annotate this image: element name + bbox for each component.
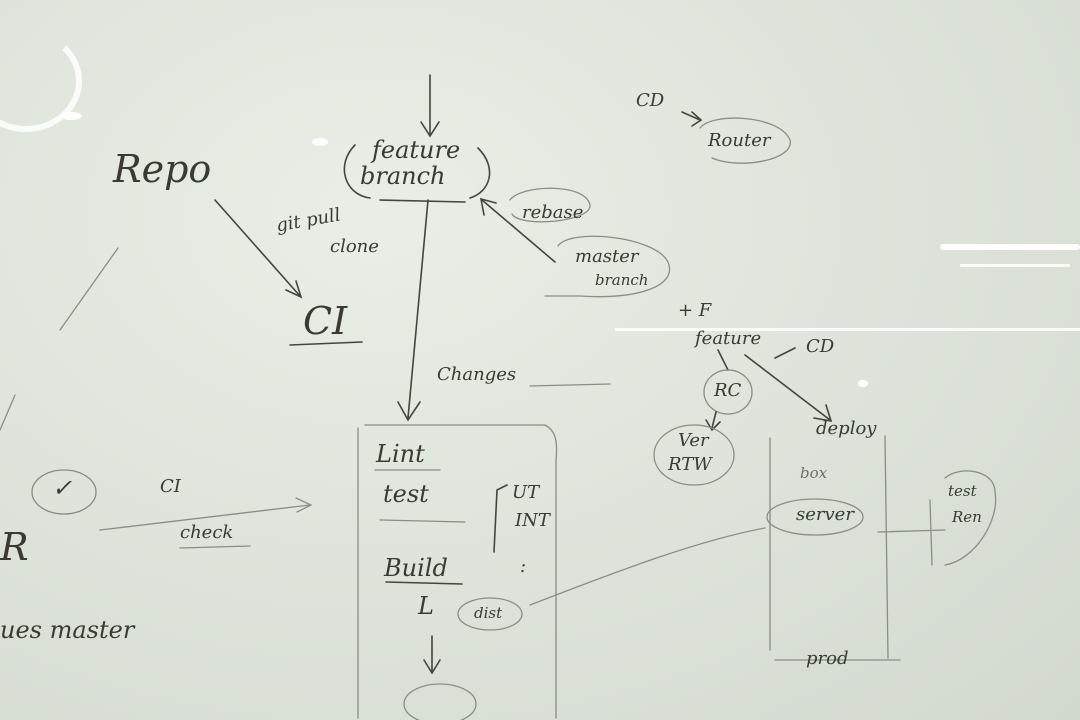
arrow-build-down bbox=[423, 635, 441, 675]
test-ren-bubble bbox=[944, 470, 997, 566]
test-bracket bbox=[493, 484, 508, 553]
build-underline bbox=[385, 581, 463, 585]
ci-label: CI bbox=[303, 299, 348, 343]
bottom-bubble bbox=[403, 683, 477, 720]
dist-bubble bbox=[457, 597, 523, 631]
ver-label: Ver bbox=[678, 430, 709, 451]
ut-label: UT bbox=[512, 482, 540, 503]
server-bubble bbox=[766, 498, 864, 536]
arrow-repo-to-ci bbox=[214, 199, 303, 299]
feature-right-label: feature bbox=[695, 328, 762, 349]
int-label: INT bbox=[515, 510, 550, 531]
arrow-rc-to-ver bbox=[705, 411, 721, 432]
plus-f-label: + F bbox=[678, 300, 712, 321]
arrow-to-deploy bbox=[744, 354, 833, 423]
lint-label: Lint bbox=[376, 440, 425, 468]
test-right-label: test bbox=[948, 482, 977, 500]
ren-right-label: Ren bbox=[952, 508, 982, 526]
cd-top-label: CD bbox=[636, 90, 665, 111]
rc-bubble bbox=[703, 369, 753, 415]
checkmark-bubble bbox=[31, 469, 97, 515]
server-to-test bbox=[877, 499, 946, 566]
ci-underline bbox=[289, 341, 363, 346]
repo-label: Repo bbox=[113, 147, 212, 191]
build-label: Build bbox=[384, 554, 448, 582]
left-diagonal-line bbox=[0, 394, 16, 431]
arrow-feature-to-cd bbox=[774, 347, 796, 359]
dist-label: dist bbox=[474, 604, 503, 622]
check-underline bbox=[179, 545, 251, 549]
router-label: Router bbox=[708, 130, 771, 151]
changes-underline bbox=[529, 383, 611, 387]
ci-left-label: CI bbox=[160, 476, 181, 497]
master-branch-label: branch bbox=[595, 271, 649, 289]
deploy-label: deploy bbox=[816, 418, 877, 439]
arrow-cd-router bbox=[681, 111, 703, 127]
clone-label: clone bbox=[330, 236, 379, 257]
check-label: check bbox=[180, 522, 234, 543]
letter-r-label: R bbox=[0, 525, 29, 569]
left-diagonal-line-2 bbox=[59, 247, 119, 331]
test-label: test bbox=[383, 480, 429, 508]
arrow-ci-check bbox=[99, 497, 313, 531]
changes-label: Changes bbox=[437, 364, 517, 385]
server-label: server bbox=[796, 504, 854, 525]
feature-branch-bubble bbox=[343, 144, 491, 203]
master-branch-bubble bbox=[544, 235, 671, 298]
dist-to-server-line bbox=[529, 527, 766, 606]
checkmark-label: ✓ bbox=[52, 474, 73, 502]
pipeline-box bbox=[357, 424, 558, 719]
rebase-bubble bbox=[509, 187, 591, 223]
dots-label: : bbox=[520, 556, 527, 577]
arrow-rebase bbox=[479, 197, 556, 263]
build-arrow-label: L bbox=[418, 592, 434, 620]
deploy-box bbox=[769, 435, 901, 661]
rebase-label: rebase bbox=[522, 202, 584, 223]
prod-label: prod bbox=[806, 648, 849, 669]
arrow-feature-to-rc bbox=[717, 349, 729, 371]
rc-label: RC bbox=[714, 380, 742, 401]
cd-mid-label: CD bbox=[806, 336, 835, 357]
ver-rtw-bubble bbox=[653, 424, 735, 486]
master-label: master bbox=[575, 246, 639, 267]
box-label: box bbox=[800, 464, 828, 482]
router-bubble bbox=[699, 117, 791, 164]
test-underline bbox=[379, 519, 466, 523]
arrow-feature-to-changes bbox=[397, 199, 429, 422]
rtw-label: RTW bbox=[668, 454, 712, 475]
feature-label: feature bbox=[372, 136, 461, 164]
merges-master-label: ues master bbox=[0, 616, 135, 644]
arrow-into-feature bbox=[420, 74, 440, 138]
branch-label: branch bbox=[360, 162, 446, 190]
